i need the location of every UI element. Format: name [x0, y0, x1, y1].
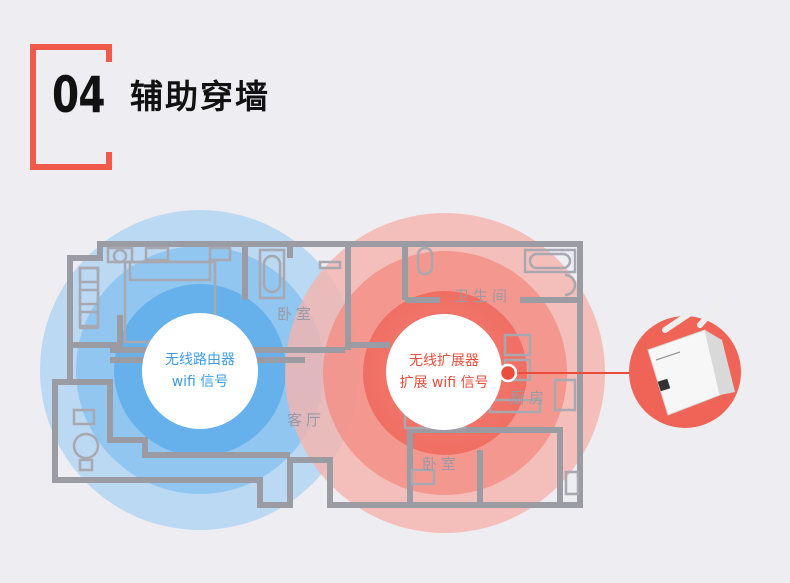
router-label-line2: wifi 信号 — [171, 374, 229, 390]
extender-label: 无线扩展器 扩展 wifi 信号 — [384, 350, 504, 394]
extender-label-line1: 无线扩展器 — [409, 353, 479, 369]
room-label-bathroom: 卫生间 — [454, 287, 512, 305]
extender-center — [386, 314, 502, 430]
section-title: 辅助穿墙 — [130, 77, 270, 116]
room-label-kitchen: 厨房 — [510, 389, 549, 407]
router-label-line1: 无线路由器 — [165, 352, 235, 368]
section-number: 04 — [52, 66, 105, 124]
router-label: 无线路由器 wifi 信号 — [140, 349, 260, 393]
wifi-extender-device-icon — [629, 297, 741, 428]
room-label-living-room: 客厅 — [287, 411, 326, 429]
floor-plan-walls — [52, 241, 583, 508]
extender-label-line2: 扩展 wifi 信号 — [399, 375, 489, 391]
room-label-bedroom-bottom: 卧室 — [422, 455, 461, 473]
router-center — [142, 313, 258, 429]
room-label-bedroom-top: 卧室 — [277, 305, 316, 323]
connector-dot — [498, 363, 518, 383]
title-bracket — [30, 44, 112, 170]
